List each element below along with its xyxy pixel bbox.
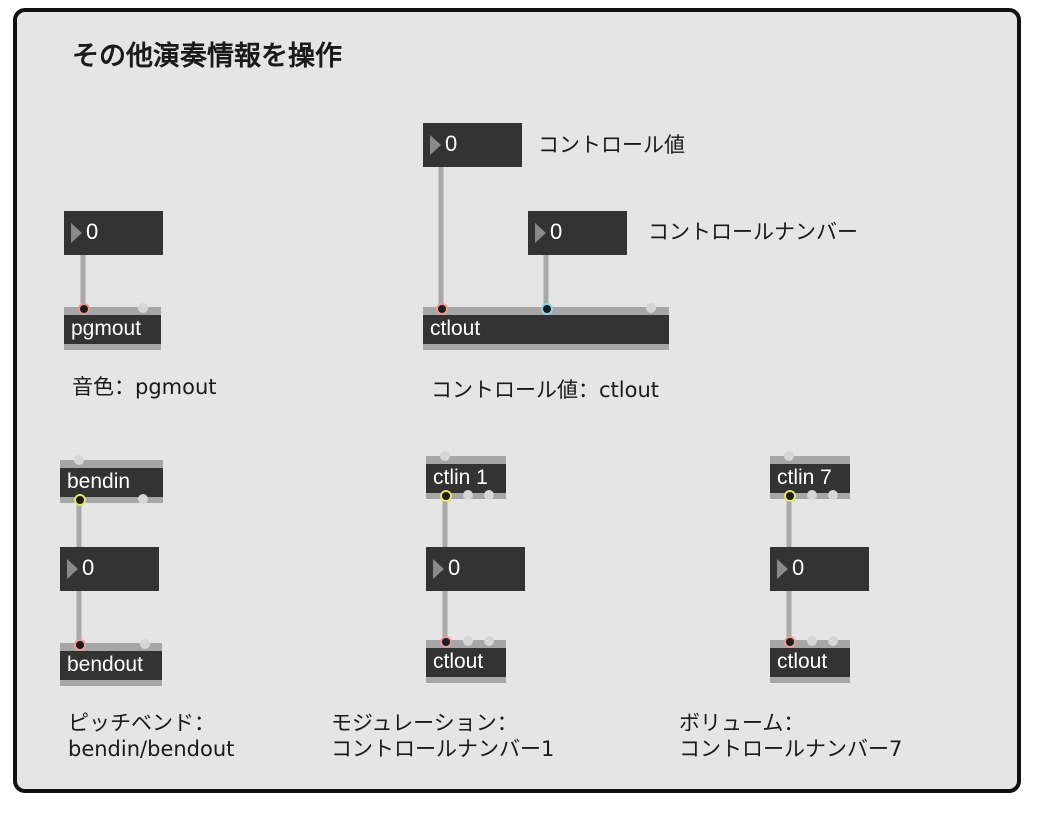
ctlout-1-inlet-2[interactable] (463, 636, 473, 646)
bendout-inlet-2[interactable] (140, 639, 150, 649)
ctlin-1-outlet-1[interactable] (440, 490, 452, 502)
volume-number-value: 0 (792, 555, 805, 580)
bendin-inlet[interactable] (74, 455, 84, 465)
ctlout-7-inlet-3[interactable] (828, 636, 838, 646)
triangle-right-icon (535, 223, 546, 243)
ctlout-main-inlet-3[interactable] (646, 303, 656, 313)
volume-number-box[interactable]: 0 (770, 547, 869, 591)
ctlin-1-outlet-3[interactable] (484, 490, 494, 500)
bend-number-value: 0 (82, 555, 95, 580)
bendout-inlet-1[interactable] (74, 639, 86, 651)
ctlin-7-inlet[interactable] (784, 451, 794, 461)
bend-caption-line-1: ピッチベンド： (68, 711, 215, 735)
mod-caption-line-1: モジュレーション： (331, 711, 518, 735)
ctlin-7-outlet-1[interactable] (784, 490, 796, 502)
pgmout-label: pgmout (71, 317, 142, 340)
ctlin-7-label: ctlin 7 (777, 466, 832, 489)
ctlout-main-inlet-1[interactable] (436, 303, 448, 315)
triangle-right-icon (71, 223, 82, 243)
triangle-right-icon (67, 559, 78, 579)
triangle-right-icon (777, 559, 788, 579)
modulation-number-value: 0 (448, 555, 461, 580)
ctlout-main-label: ctlout (430, 317, 481, 340)
bendin-label: bendin (67, 470, 131, 493)
ctlout-7-label: ctlout (777, 650, 828, 673)
bendout-label: bendout (67, 653, 143, 676)
vol-caption-line-2: コントロールナンバー7 (679, 737, 903, 761)
ctlout-1-object[interactable]: ctlout (426, 640, 506, 683)
pgmout-inlet-2[interactable] (138, 303, 148, 313)
bend-caption-line-2: bendin/bendout (68, 737, 235, 761)
triangle-right-icon (433, 559, 444, 579)
ctlin-1-label: ctlin 1 (433, 466, 488, 489)
control-number-number-box[interactable]: 0 (528, 211, 627, 255)
control-number-value: 0 (550, 219, 563, 244)
pgm-caption: 音色：pgmout (72, 375, 217, 399)
control-value-number-box[interactable]: 0 (423, 123, 522, 167)
ctlout-1-inlet-1[interactable] (440, 636, 452, 648)
bendin-outlet-2[interactable] (138, 494, 148, 504)
control-value-number: 0 (445, 131, 458, 156)
ctlout-7-inlet-1[interactable] (784, 636, 796, 648)
ctlin-7-outlet-3[interactable] (828, 490, 838, 500)
bendin-outlet-1[interactable] (74, 494, 86, 506)
ctlin-1-outlet-2[interactable] (463, 490, 473, 500)
ctlout-main-inlet-2[interactable] (541, 303, 553, 315)
pgm-number-box[interactable]: 0 (64, 211, 163, 255)
patcher-title: その他演奏情報を操作 (72, 41, 342, 72)
vol-caption-line-1: ボリューム： (679, 711, 805, 735)
ctlin-1-inlet[interactable] (440, 451, 450, 461)
ctlout-1-inlet-3[interactable] (484, 636, 494, 646)
ctlout-7-object[interactable]: ctlout (770, 640, 850, 683)
pgm-number-value: 0 (86, 219, 99, 244)
pgmout-inlet-1[interactable] (78, 303, 90, 315)
ctlin-7-outlet-2[interactable] (807, 490, 817, 500)
mod-caption-line-2: コントロールナンバー1 (331, 737, 555, 761)
bend-number-box[interactable]: 0 (60, 547, 159, 591)
ctl-caption: コントロール値：ctlout (431, 378, 660, 402)
ctlout-7-inlet-2[interactable] (807, 636, 817, 646)
modulation-number-box[interactable]: 0 (426, 547, 525, 591)
pgmout-object[interactable]: pgmout (64, 307, 161, 350)
triangle-right-icon (430, 135, 441, 155)
control-number-comment: コントロールナンバー (648, 220, 858, 244)
control-value-comment: コントロール値 (538, 133, 685, 157)
ctlout-1-label: ctlout (433, 650, 484, 673)
